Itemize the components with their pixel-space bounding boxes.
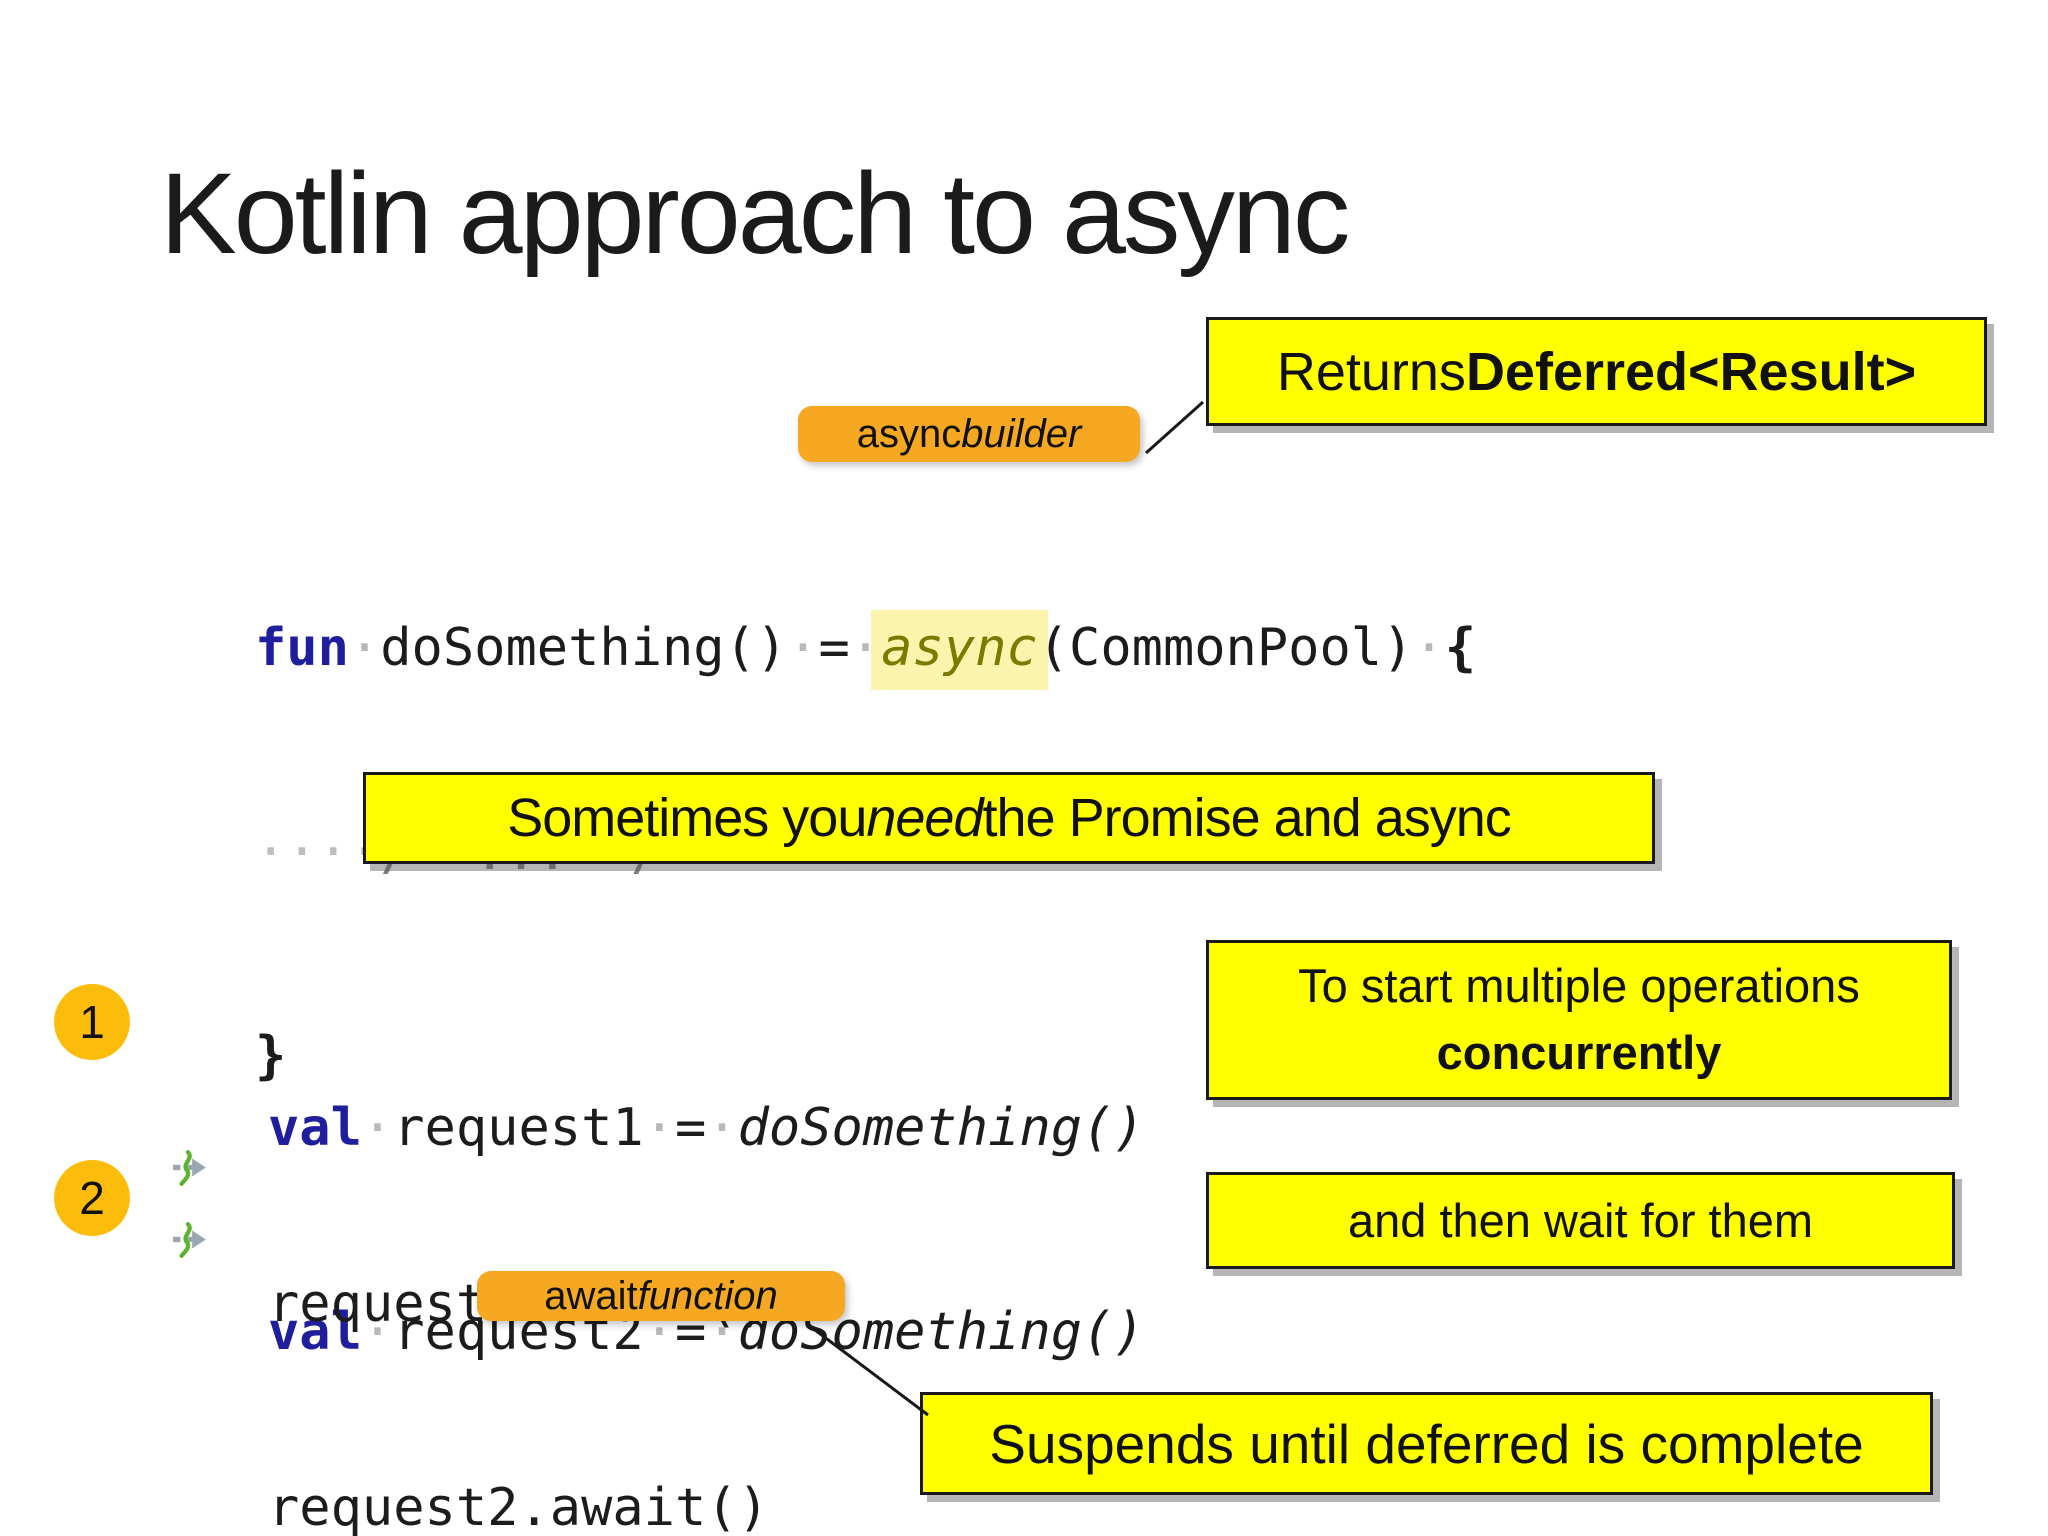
code-line: fun·doSomething()·=·async(CommonPool)·{ bbox=[255, 610, 1477, 690]
page-title: Kotlin approach to async bbox=[160, 150, 1350, 278]
callout-suspends-until-complete: Suspends until deferred is complete bbox=[920, 1392, 1933, 1495]
suspend-call-icon bbox=[172, 1150, 208, 1186]
equals-sign: = bbox=[818, 618, 850, 678]
callout-sometimes-post: the Promise and async bbox=[982, 788, 1512, 848]
callout-sometimes-need-promise: Sometimes you need the Promise and async bbox=[363, 772, 1655, 864]
suspend-call-icon bbox=[172, 1222, 208, 1258]
keyword-fun: fun bbox=[255, 618, 349, 678]
close-brace: } bbox=[255, 1026, 287, 1086]
code-block-awaits: request1.await() request2.await() bbox=[268, 1134, 769, 1536]
whitespace-dot: · bbox=[1413, 618, 1445, 678]
step-badge-2: 2 bbox=[54, 1160, 130, 1236]
async-builder-label-italic: builder bbox=[961, 411, 1082, 456]
step-badge-1-number: 1 bbox=[79, 996, 105, 1048]
whitespace-dot: · bbox=[361, 1098, 394, 1158]
code-line: val·request1·=·doSomething() bbox=[268, 1094, 1145, 1162]
callout-then-wait: and then wait for them bbox=[1206, 1172, 1955, 1269]
async-builder-label: async builder bbox=[798, 406, 1140, 462]
code-line: request2.await() bbox=[268, 1474, 769, 1536]
callout-then-wait-text: and then wait for them bbox=[1347, 1194, 1814, 1247]
callout-suspends-text: Suspends until deferred is complete bbox=[989, 1412, 1864, 1475]
callout-returns-regular-text: Returns bbox=[1276, 341, 1466, 402]
callout-returns-bold-text: Deferred<Result> bbox=[1465, 341, 1917, 402]
function-name: doSomething() bbox=[380, 618, 788, 678]
connector-line-async-builder bbox=[1144, 400, 1205, 455]
commonpool-arg: (CommonPool) bbox=[1037, 618, 1414, 678]
callout-sometimes-italic: need bbox=[866, 788, 983, 848]
keyword-val: val bbox=[268, 1302, 362, 1362]
dosomething-call: doSomething() bbox=[737, 1098, 1145, 1158]
callout-concurrent-line1: To start multiple operations bbox=[1298, 959, 1860, 1013]
code-block-val-requests: val·request1·=·doSomething() val·request… bbox=[268, 958, 1145, 1502]
callout-concurrent-line2: concurrently bbox=[1436, 1026, 1722, 1079]
whitespace-dot: · bbox=[643, 1098, 675, 1158]
callout-returns-deferred: Returns Deferred<Result> bbox=[1206, 317, 1987, 426]
await-function-label-regular: await bbox=[544, 1273, 638, 1318]
keyword-val: val bbox=[268, 1098, 362, 1158]
equals-sign: = bbox=[675, 1098, 707, 1158]
whitespace-dot: · bbox=[706, 1098, 738, 1158]
callout-sometimes-pre: Sometimes you bbox=[507, 788, 867, 848]
async-builder-label-regular: async bbox=[856, 411, 962, 456]
whitespace-dot: · bbox=[348, 618, 381, 678]
code-block-dosomething: fun·doSomething()·=·async(CommonPool)·{ … bbox=[255, 478, 1476, 1226]
step-badge-1: 1 bbox=[54, 984, 130, 1060]
code-line: } bbox=[255, 1022, 1476, 1090]
await-function-label-italic: function bbox=[637, 1273, 778, 1318]
whitespace-dot: · bbox=[361, 1302, 394, 1362]
step-badge-2-number: 2 bbox=[79, 1172, 105, 1224]
var-request1: request1 bbox=[393, 1098, 644, 1158]
request2-await-call: request2.await() bbox=[268, 1478, 769, 1536]
open-brace: { bbox=[1444, 618, 1477, 678]
async-keyword-highlighted: async bbox=[871, 610, 1048, 690]
whitespace-dot: · bbox=[787, 618, 819, 678]
indent-dots: ···· bbox=[255, 822, 381, 882]
callout-start-concurrently: To start multiple operations concurrentl… bbox=[1206, 940, 1952, 1100]
await-function-label: await function bbox=[477, 1271, 845, 1321]
